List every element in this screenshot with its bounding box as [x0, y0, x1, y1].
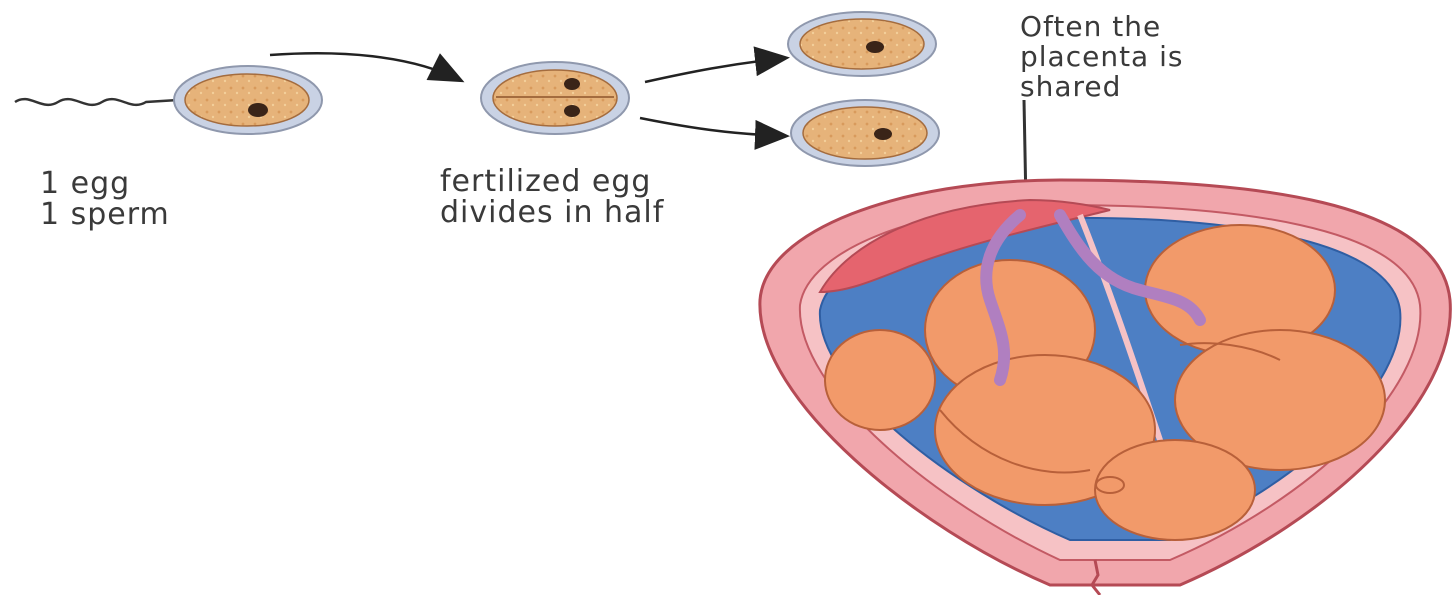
sperm-tail — [15, 99, 178, 105]
label-sperm-line: 1 sperm — [40, 199, 170, 230]
arrow-to-cell-top — [645, 58, 785, 82]
dividing-egg — [481, 62, 629, 134]
label-placenta: Often the placenta is shared — [1020, 12, 1183, 102]
daughter-cell-top — [788, 12, 936, 76]
arrow-to-cell-bottom — [640, 118, 785, 136]
egg-nucleus — [248, 103, 268, 117]
label-divides-line1: fertilized egg — [440, 166, 664, 197]
egg-cell — [174, 66, 322, 134]
label-egg-line: 1 egg — [40, 168, 170, 199]
label-placenta-line2: placenta is — [1020, 42, 1183, 72]
label-divides-line2: divides in half — [440, 197, 664, 228]
label-egg-sperm: 1 egg 1 sperm — [40, 168, 170, 230]
dividing-nucleus-top — [564, 78, 580, 90]
daughter-cell-bottom — [791, 100, 939, 166]
dividing-nucleus-bottom — [564, 105, 580, 117]
label-divides: fertilized egg divides in half — [440, 166, 664, 228]
uterus — [760, 180, 1450, 595]
label-placenta-line3: shared — [1020, 72, 1183, 102]
label-placenta-line1: Often the — [1020, 12, 1183, 42]
